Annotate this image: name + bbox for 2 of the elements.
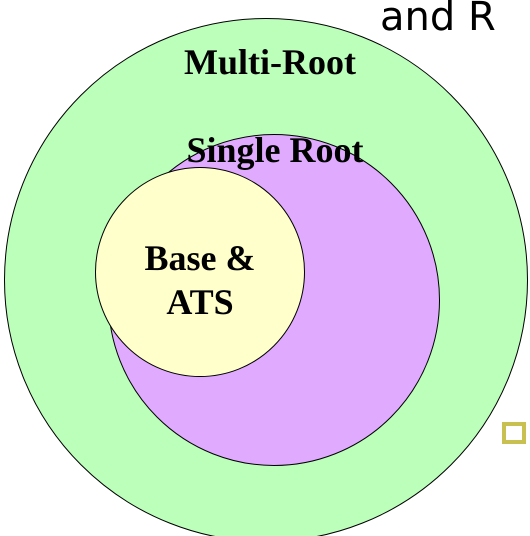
set-label: Multi-Root <box>183 41 357 84</box>
set-label: Base & ATS <box>144 237 256 324</box>
